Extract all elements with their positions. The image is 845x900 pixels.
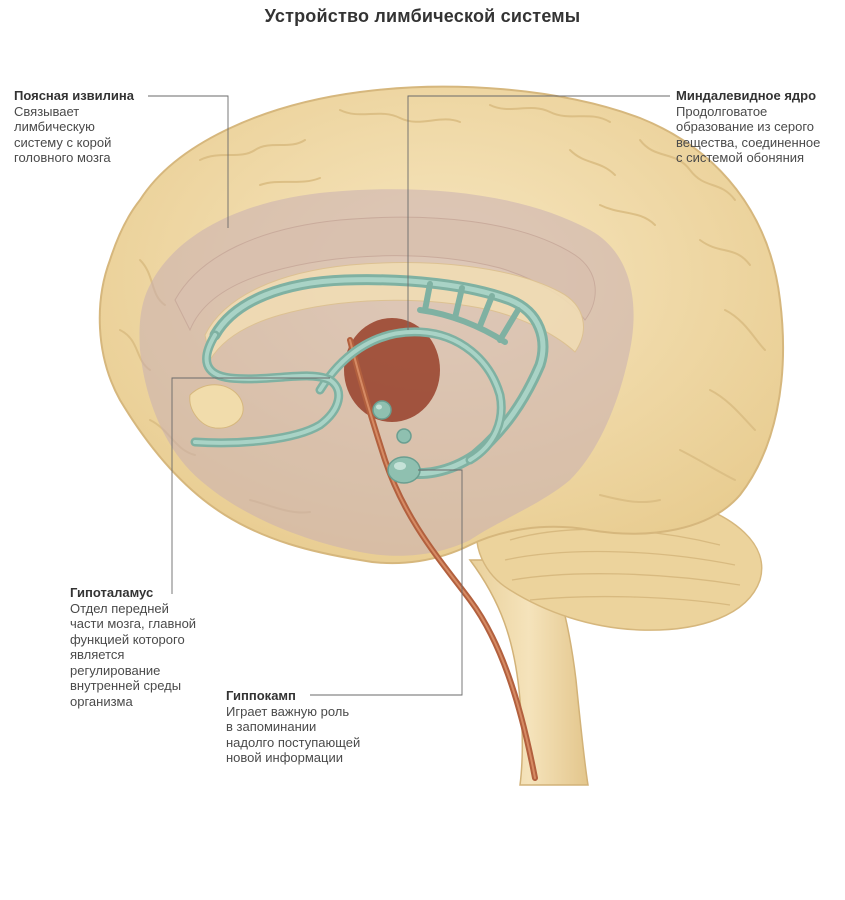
- label-description: Продолговатое образование из серого веще…: [676, 103, 821, 166]
- amygdala-body: [387, 456, 421, 484]
- label-hippocampus: Гиппокамп Играет важную роль в запоминан…: [226, 688, 396, 766]
- frontal-notch: [189, 384, 244, 429]
- page-title: Устройство лимбической системы: [264, 6, 581, 26]
- label-description: Отдел передней части мозга, главной функ…: [70, 600, 197, 709]
- label-name: Поясная извилина: [14, 88, 134, 103]
- brainstem: [468, 559, 589, 786]
- label-name: Гиппокамп: [226, 688, 296, 703]
- fornix: [190, 274, 549, 479]
- small-nodule: [396, 428, 412, 444]
- label-name: Миндалевидное ядро: [676, 88, 817, 103]
- label-hypothalamus: Гипоталамус Отдел передней части мозга, …: [70, 585, 220, 709]
- mammillary-body: [372, 400, 392, 420]
- label-cingulate-gyrus: Поясная извилина Связывает лимбическую с…: [14, 88, 164, 166]
- label-amygdala: Миндалевидное ядро Продолговатое образов…: [676, 88, 836, 166]
- label-name: Гипоталамус: [70, 585, 154, 600]
- cingulate-gyrus: [174, 216, 596, 332]
- label-description: Связывает лимбическую систему с корой го…: [14, 103, 112, 166]
- label-description: Играет важную роль в запоминании надолго…: [226, 703, 361, 766]
- leader-lines: [148, 95, 670, 696]
